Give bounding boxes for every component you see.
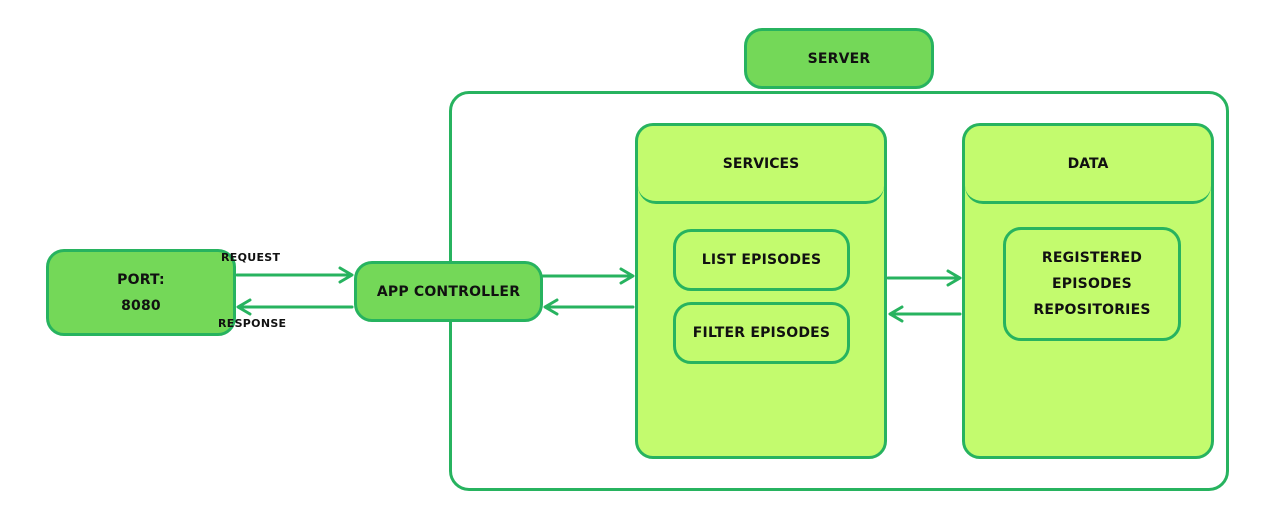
services-title: SERVICES [722,155,800,172]
server-title: SERVER [744,28,934,89]
filter-episodes-box: FILTER EPISODES [673,302,850,364]
services-to-data-head [946,269,962,287]
list-episodes-label: LIST EPISODES [701,252,822,268]
port-box: PORT: 8080 [46,249,236,336]
server-title-text: SERVER [807,50,871,67]
data-to-services-head [888,305,904,323]
services-to-controller-head [543,298,559,316]
services-header: SERVICES [638,126,884,204]
request-label: REQUEST [221,251,281,264]
port-label: PORT: [117,271,165,288]
controller-to-services-head [619,267,635,285]
response-label: RESPONSE [218,317,287,330]
list-episodes-box: LIST EPISODES [673,229,850,291]
repositories-line-3: REPOSITORIES [1033,302,1151,318]
data-header: DATA [965,126,1211,204]
response-arrow-head [236,298,252,316]
app-controller-box: APP CONTROLLER [354,261,543,322]
data-title: DATA [1067,155,1109,172]
app-controller-label: APP CONTROLLER [376,283,521,300]
port-number: 8080 [121,297,161,314]
services-panel: SERVICES [635,123,887,459]
repositories-line-2: EPISODES [1052,276,1132,292]
repositories-line-1: REGISTERED [1041,250,1143,266]
filter-episodes-label: FILTER EPISODES [692,325,831,341]
repositories-box: REGISTERED EPISODES REPOSITORIES [1003,227,1181,341]
request-arrow-head [338,266,354,284]
